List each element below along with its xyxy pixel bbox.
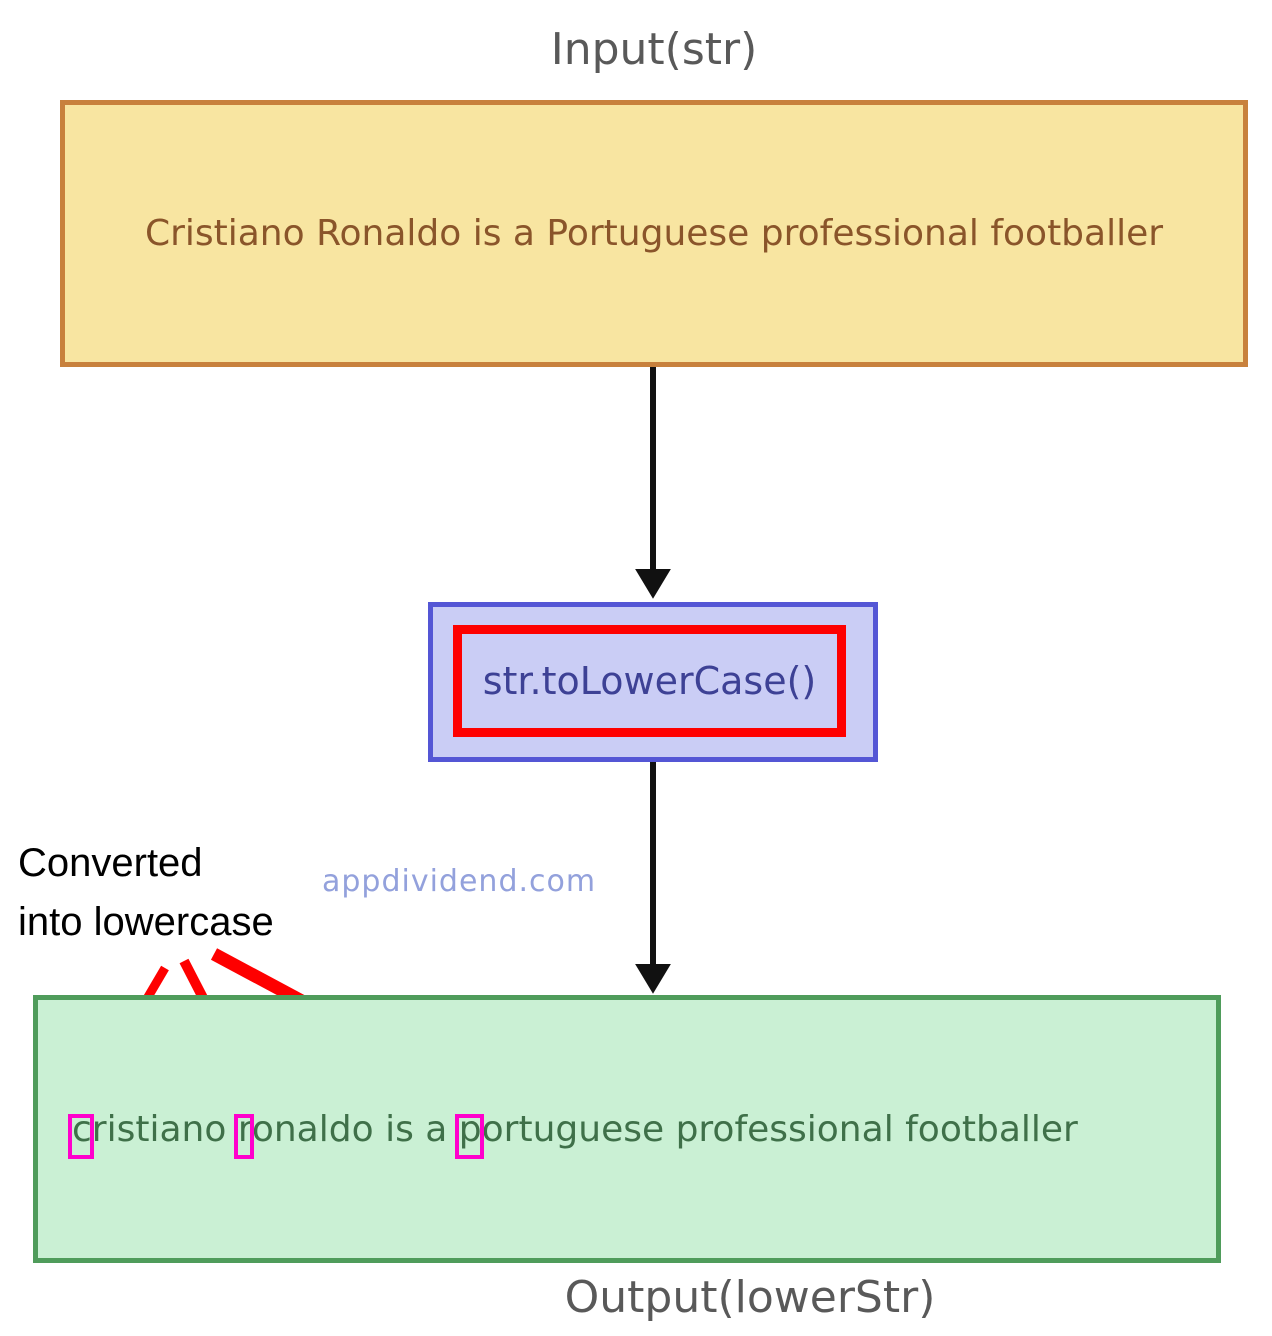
annotation-label: Converted into lowercase xyxy=(18,834,274,952)
output-title: Output(lowerStr) xyxy=(564,1272,936,1323)
framed-letter-c: c xyxy=(72,1108,92,1150)
output-text-part-1: ristiano xyxy=(91,1108,238,1150)
input-text: Cristiano Ronaldo is a Portuguese profes… xyxy=(144,213,1164,254)
output-text-part-3: onaldo is a xyxy=(251,1108,459,1150)
input-title: Input(str) xyxy=(550,24,758,75)
output-text: cristiano ronaldo is a portuguese profes… xyxy=(72,1109,1078,1150)
method-box: str.toLowerCase() xyxy=(428,602,878,762)
output-text-part-5: ortuguese professional footballer xyxy=(481,1108,1078,1150)
annotation-line-2: into lowercase xyxy=(18,900,274,944)
framed-letter-p: p xyxy=(458,1108,482,1150)
annotation-line-1: Converted xyxy=(18,841,203,885)
watermark: appdividend.com xyxy=(322,864,597,899)
method-label: str.toLowerCase() xyxy=(482,659,817,703)
method-highlight-frame: str.toLowerCase() xyxy=(453,625,846,737)
framed-letter-r: r xyxy=(237,1108,252,1150)
input-box: Cristiano Ronaldo is a Portuguese profes… xyxy=(60,100,1248,367)
output-box: cristiano ronaldo is a portuguese profes… xyxy=(33,995,1221,1263)
